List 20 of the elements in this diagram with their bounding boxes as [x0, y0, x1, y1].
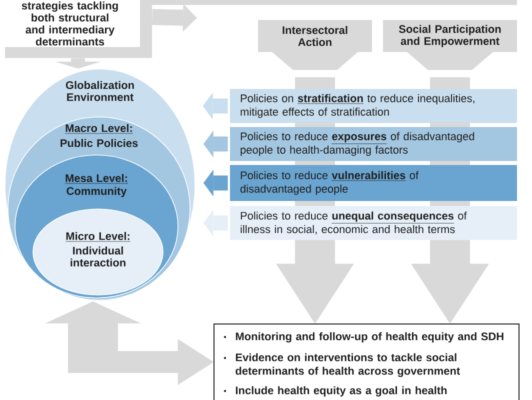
- double-arrow: [45, 301, 214, 385]
- block-arrow: [152, 4, 197, 32]
- action-box: Social Participation and Empowerment: [383, 20, 517, 70]
- block-arrow: [411, 77, 489, 324]
- arrow: [203, 210, 228, 236]
- block-arrow: [276, 77, 354, 324]
- list-item: Evidence on interventions to tackle social determinants of health across government: [236, 353, 460, 377]
- list-item: Monitoring and follow-up of health equity and SDH: [236, 332, 504, 342]
- arrow: [202, 92, 228, 120]
- list-item: Include health equity as a goal in health: [236, 386, 447, 396]
- arrow: [203, 130, 228, 158]
- action-box: Intersectoral Action: [258, 20, 372, 70]
- arrow: [203, 170, 228, 196]
- policy-box: Policies to reduce vulnerabilities of disadvantaged people: [230, 165, 517, 201]
- list-box: [214, 324, 520, 400]
- policy-box: Policies on stratification to reduce inequalities, mitigate effects of stratification: [230, 89, 517, 123]
- policy-box: Policies to reduce unequal consequences of illness in social, economic and health terms: [230, 206, 517, 240]
- policy-box: Policies to reduce exposures of disadvantaged people to health-damaging factors: [230, 127, 517, 161]
- strategy-box: strategies tackling both structural and intermediary determinants: [5, 0, 152, 58]
- block-arrow: [55, 58, 101, 69]
